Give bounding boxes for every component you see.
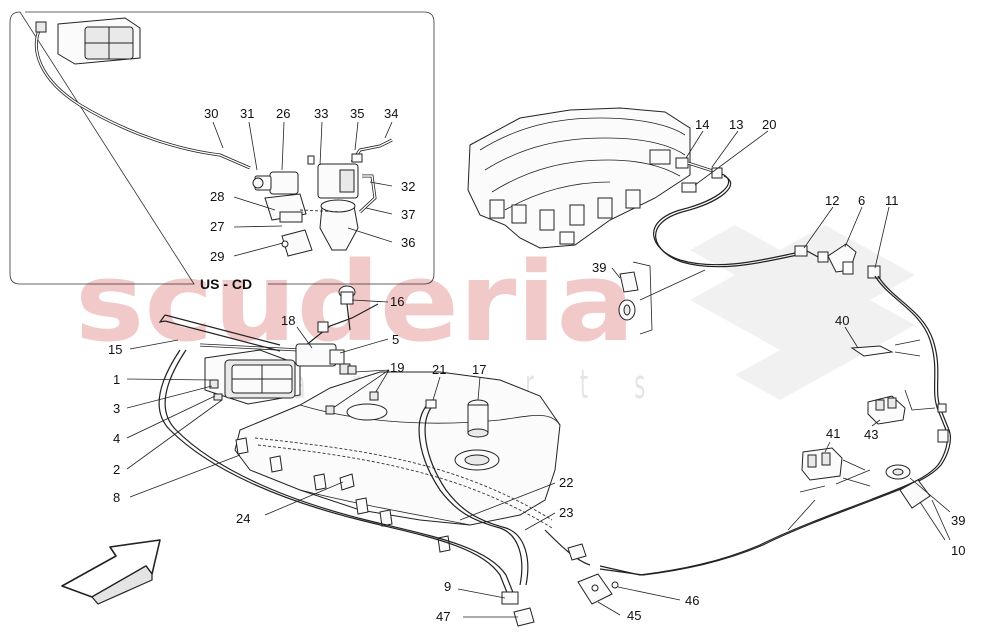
- callout-29: 29: [210, 249, 224, 264]
- callout-34: 34: [384, 106, 398, 121]
- callout-20: 20: [762, 117, 776, 132]
- filler-hose-end: [457, 588, 535, 627]
- carbon-canister: [204, 349, 301, 405]
- clip-41: [801, 441, 871, 487]
- callout-37: 37: [401, 207, 415, 222]
- callout-43: 43: [864, 427, 878, 442]
- callout-35: 35: [350, 106, 364, 121]
- callout-36: 36: [401, 235, 415, 250]
- callout-13: 13: [729, 117, 743, 132]
- callout-10: 10: [951, 543, 965, 558]
- intake-manifold: [467, 107, 691, 249]
- callout-24: 24: [236, 511, 250, 526]
- callout-39-right: 39: [951, 513, 965, 528]
- us-cd-inset: US - CD: [9, 11, 435, 292]
- callout-11: 11: [885, 193, 899, 208]
- clip-39-right: [787, 464, 951, 541]
- right-valve-group: [794, 206, 890, 279]
- callout-40: 40: [835, 313, 849, 328]
- watermark-main-text: scuderia: [75, 238, 635, 366]
- callout-30: 30: [204, 106, 218, 121]
- callout-28: 28: [210, 189, 224, 204]
- inset-sensor-assembly: [307, 138, 393, 251]
- inset-title: US - CD: [200, 276, 252, 292]
- callout-26: 26: [276, 106, 290, 121]
- purge-valve-group: [295, 285, 389, 375]
- callout-46: 46: [685, 593, 699, 608]
- inset-purge-valve: [252, 171, 307, 223]
- inset-canister: [57, 17, 141, 65]
- callout-33: 33: [314, 106, 328, 121]
- callout-23: 23: [559, 505, 573, 520]
- callout-12: 12: [825, 193, 839, 208]
- callout-19: 19: [390, 360, 404, 375]
- tank-clips: [235, 437, 451, 553]
- manifold-connector-group: [675, 130, 769, 193]
- inset-bracket: [281, 229, 313, 257]
- callout-31: 31: [240, 106, 254, 121]
- callout-39-left: 39: [592, 260, 606, 275]
- callout-6: 6: [858, 193, 865, 208]
- callout-4: 4: [113, 431, 120, 446]
- clip-39-left: [611, 261, 706, 335]
- callout-3: 3: [113, 401, 120, 416]
- callout-22: 22: [559, 475, 573, 490]
- callout-45: 45: [627, 608, 641, 623]
- front-direction-arrow-icon: [61, 539, 161, 605]
- callout-1: 1: [113, 372, 120, 387]
- clip-43: [867, 389, 936, 427]
- callout-14: 14: [695, 117, 709, 132]
- callout-18: 18: [281, 313, 295, 328]
- callout-2: 2: [113, 462, 120, 477]
- callout-5: 5: [392, 332, 399, 347]
- callout-17: 17: [472, 362, 486, 377]
- mounting-bracket: [577, 573, 681, 616]
- callout-16: 16: [390, 294, 404, 309]
- fuel-sender: [467, 376, 489, 438]
- callout-47: 47: [436, 609, 450, 624]
- callout-15: 15: [108, 342, 122, 357]
- callout-9: 9: [444, 579, 451, 594]
- callout-21: 21: [432, 362, 446, 377]
- callout-8: 8: [113, 490, 120, 505]
- callout-41: 41: [826, 426, 840, 441]
- clip-40: [844, 326, 921, 357]
- callout-32: 32: [401, 179, 415, 194]
- callout-27: 27: [210, 219, 224, 234]
